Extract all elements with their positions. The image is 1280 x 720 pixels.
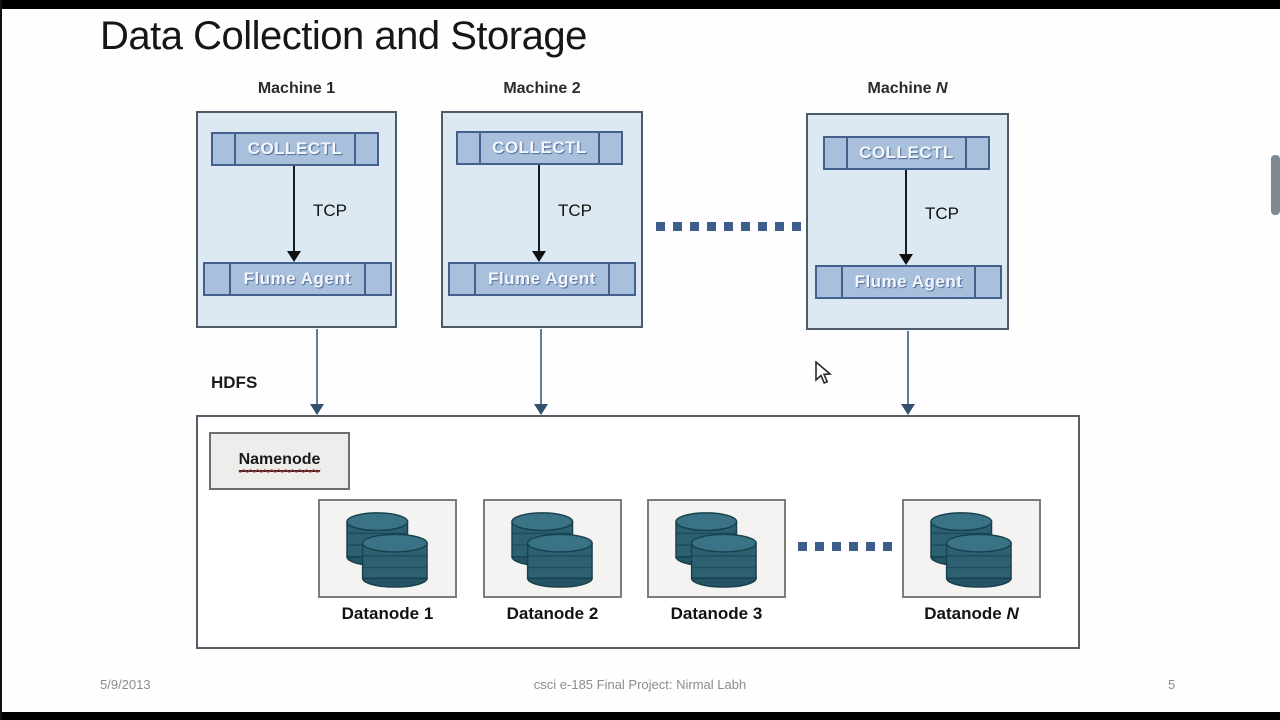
machine-2-tcp-arrow-line xyxy=(538,165,540,254)
machine-1-collectl-bar: COLLECTL xyxy=(211,132,379,166)
bar-segment-divider xyxy=(840,267,843,297)
machine-1-tcp-arrowhead xyxy=(287,251,301,262)
machine-2-to-hdfs-arrowhead xyxy=(534,404,548,415)
datanode-2-label: Datanode 2 xyxy=(506,604,599,623)
datanode-1-box xyxy=(318,499,457,598)
machine-2-collectl-bar: COLLECTL xyxy=(456,131,623,165)
machine-2-to-hdfs-arrow-line xyxy=(540,329,542,406)
slide-left-edge xyxy=(0,0,2,720)
scrollbar-thumb[interactable] xyxy=(1271,155,1280,215)
machine-2-tcp-label: TCP xyxy=(558,201,592,220)
machine-n-flume-agent-bar: Flume Agent xyxy=(815,265,1002,299)
machine-2-label: Machine 2 xyxy=(503,80,581,97)
datanode-2-box xyxy=(483,499,622,598)
letterbox-bottom xyxy=(0,712,1280,720)
machine-1-flume-agent-bar: Flume Agent xyxy=(203,262,392,296)
bar-segment-divider xyxy=(608,264,611,294)
database-icon xyxy=(929,511,1012,588)
machine-n-tcp-label: TCP xyxy=(925,204,959,223)
machine-1-tcp-arrow-line xyxy=(293,166,295,254)
machine-1-to-hdfs-arrowhead xyxy=(310,404,324,415)
machine-1-tcp-label: TCP xyxy=(313,201,347,220)
machine-1-label: Machine 1 xyxy=(257,80,336,97)
bar-segment-divider xyxy=(353,134,356,164)
footer-date: 5/9/2013 xyxy=(100,677,151,692)
machine-ellipsis-connector xyxy=(656,222,807,231)
datanode-n-box xyxy=(902,499,1041,598)
bar-segment-divider xyxy=(597,133,600,163)
bar-segment-divider xyxy=(363,264,366,294)
database-icon xyxy=(674,511,757,588)
bar-segment-divider xyxy=(473,264,476,294)
machine-2-tcp-arrowhead xyxy=(532,251,546,262)
machine-n-to-hdfs-arrowhead xyxy=(901,404,915,415)
machine-n-label: Machine N xyxy=(867,80,948,97)
namenode-box: Namenode xyxy=(209,432,350,490)
bar-segment-divider xyxy=(229,264,232,294)
datanode-1-label: Datanode 1 xyxy=(341,604,434,623)
namenode-label: Namenode xyxy=(238,451,321,472)
machine-n-to-hdfs-arrow-line xyxy=(907,331,909,406)
machine-n-tcp-arrow-line xyxy=(905,170,907,257)
bar-segment-divider xyxy=(846,138,849,168)
bar-segment-divider xyxy=(974,267,977,297)
bar-segment-divider xyxy=(479,133,482,163)
machine-1-to-hdfs-arrow-line xyxy=(316,329,318,406)
letterbox-top xyxy=(0,0,1280,9)
database-icon xyxy=(345,511,428,588)
database-icon xyxy=(510,511,593,588)
machine-n-tcp-arrowhead xyxy=(899,254,913,265)
datanode-n-label: Datanode N xyxy=(924,604,1019,623)
footer-title: csci e-185 Final Project: Nirmal Labh xyxy=(533,677,747,692)
hdfs-label: HDFS xyxy=(211,373,258,392)
bar-segment-divider xyxy=(964,138,967,168)
machine-2-flume-agent-bar: Flume Agent xyxy=(448,262,636,296)
machine-n-collectl-bar: COLLECTL xyxy=(823,136,990,170)
bar-segment-divider xyxy=(234,134,237,164)
datanode-3-label: Datanode 3 xyxy=(670,604,763,623)
slide-title: Data Collection and Storage xyxy=(100,14,587,58)
footer-page-number: 5 xyxy=(1168,677,1176,692)
mouse-cursor-icon xyxy=(815,361,833,385)
datanode-3-box xyxy=(647,499,786,598)
datanode-ellipsis-connector xyxy=(798,542,900,551)
